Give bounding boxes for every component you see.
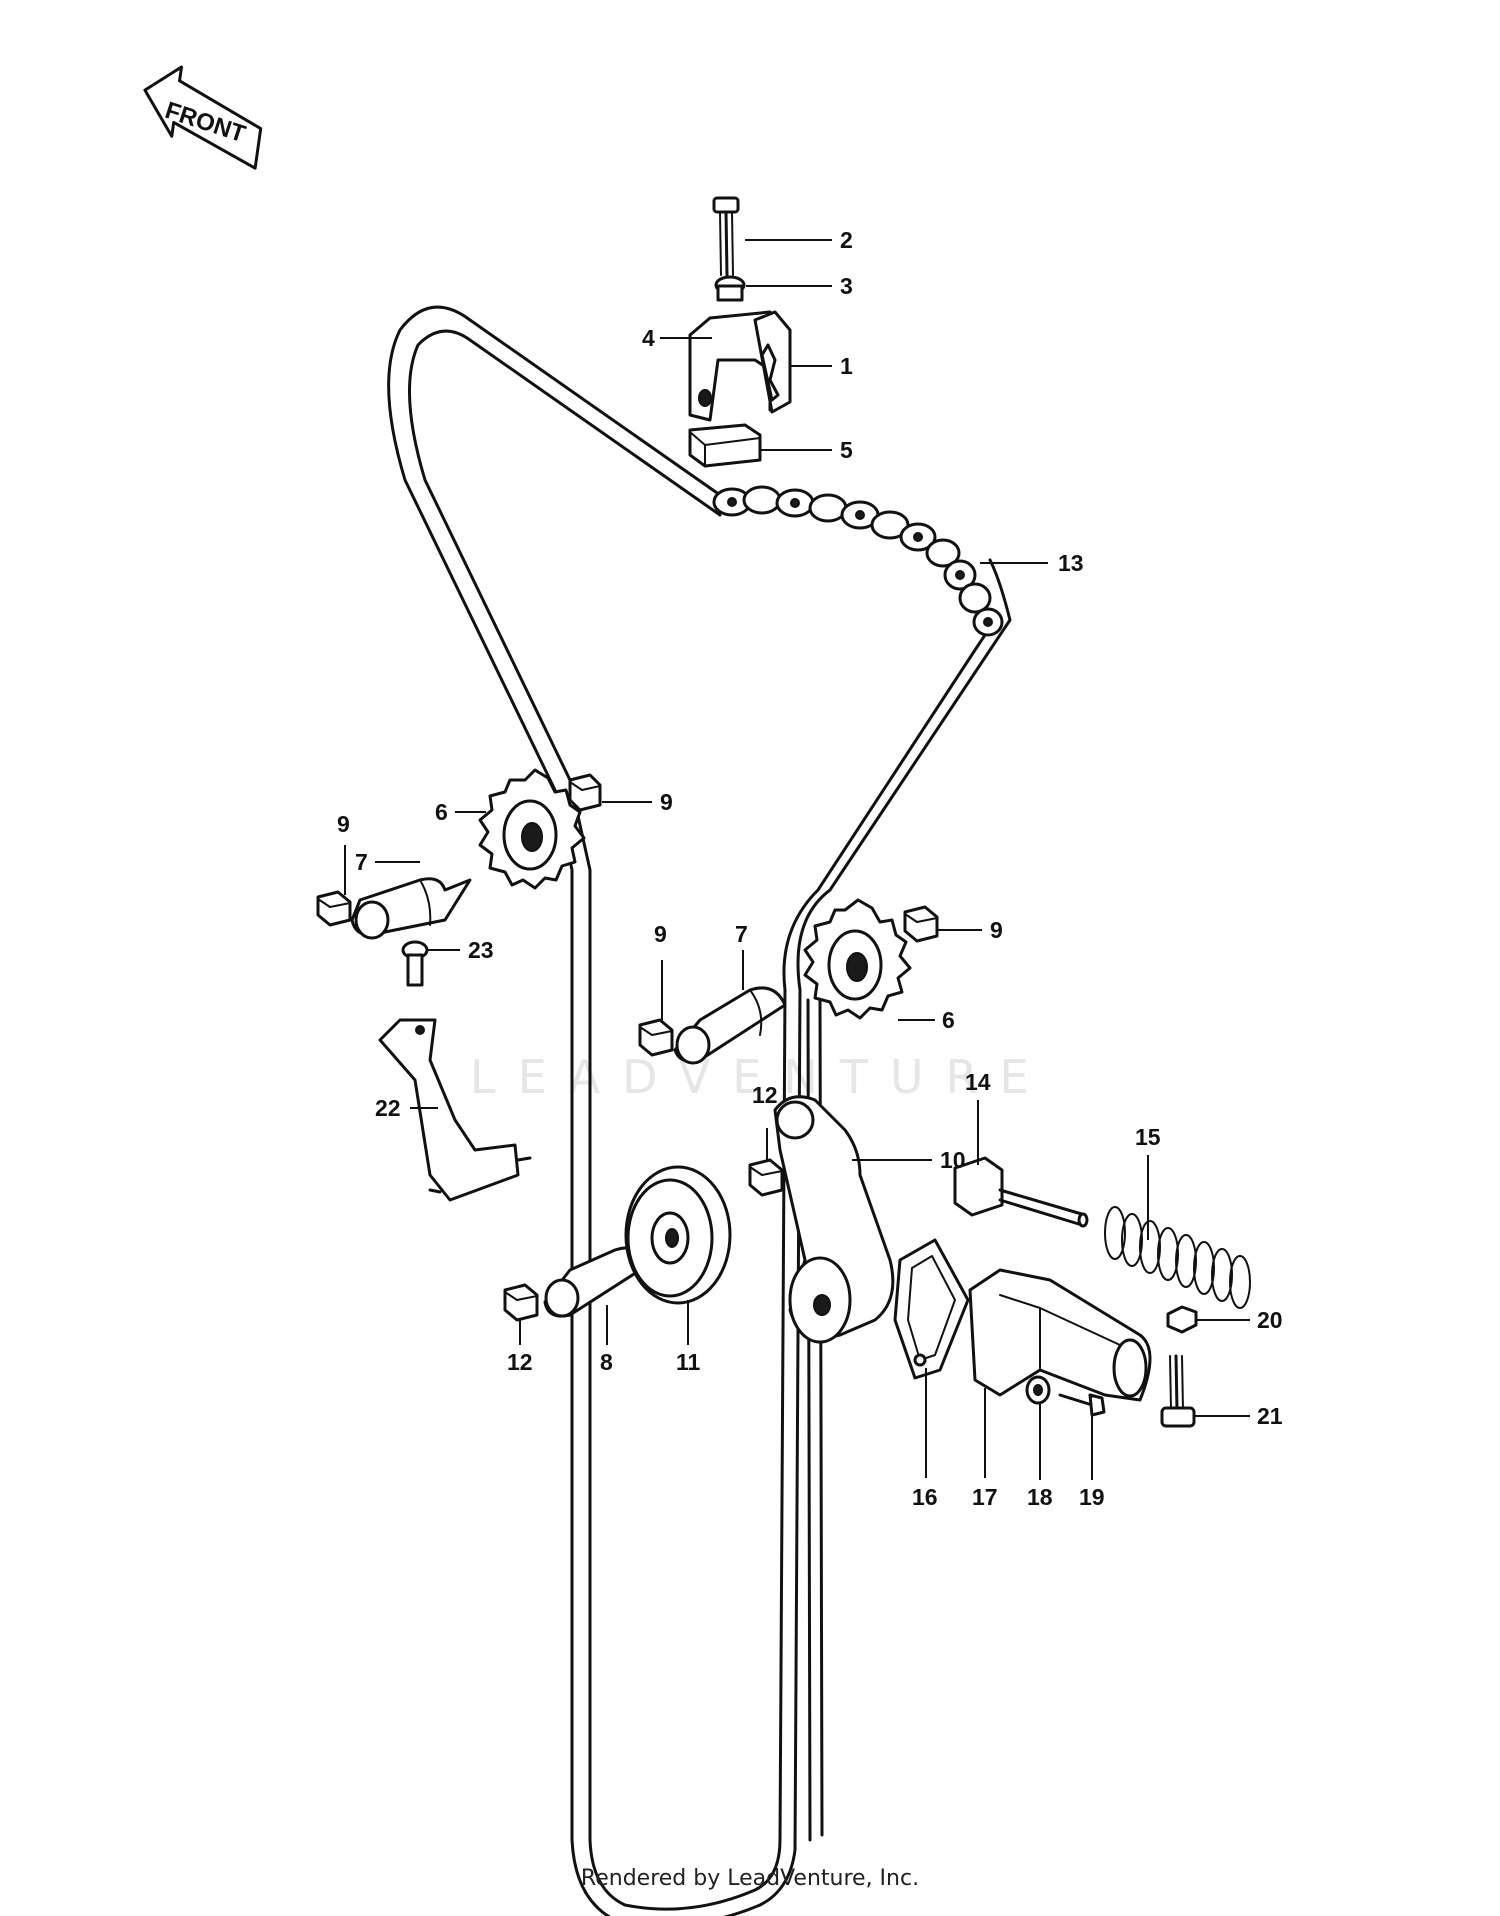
nut-part-9-c: [638, 1018, 674, 1057]
callout-8: 8: [600, 1349, 613, 1375]
callout-9-c: 9: [654, 921, 667, 947]
callout-20: 20: [1257, 1307, 1283, 1333]
nut-part-12-b: [503, 1283, 539, 1322]
bolt-part-21: [1160, 1354, 1196, 1428]
bolt-part-2: [712, 196, 740, 277]
sprocket-part-6-left: [478, 768, 586, 890]
nut-part-20: [1166, 1305, 1198, 1334]
leader-lines: [344, 239, 1250, 1480]
shaft-part-7-middle: [673, 986, 787, 1065]
push-rod-part-14: [953, 1156, 1089, 1228]
callout-1: 1: [840, 353, 853, 379]
callout-7-middle: 7: [735, 921, 748, 947]
callout-6-left: 6: [435, 799, 448, 825]
watermark-text: LEADVENTURE: [470, 1050, 1051, 1104]
washer-part-18: [1025, 1375, 1051, 1405]
callout-16: 16: [912, 1484, 938, 1510]
callout-19: 19: [1079, 1484, 1105, 1510]
callout-numbers: 1 2 3 4 5 6 6 7 7 8 9 9 9 9 10 11 12 12 …: [337, 227, 1283, 1510]
nut-part-9-d: [903, 905, 939, 943]
callout-13: 13: [1058, 550, 1084, 576]
footer-credit: Rendered by LeadVenture, Inc.: [580, 1866, 920, 1891]
callout-17: 17: [972, 1484, 998, 1510]
callout-4: 4: [642, 325, 655, 351]
callout-12-b: 12: [507, 1349, 533, 1375]
nut-part-9-a: [568, 773, 602, 812]
callout-11: 11: [676, 1349, 701, 1375]
callout-22: 22: [375, 1095, 401, 1121]
callout-10: 10: [940, 1147, 966, 1173]
nut-part-9-b: [316, 890, 352, 927]
callout-23: 23: [468, 937, 494, 963]
upper-chain-guide-part-1: [688, 310, 792, 422]
callout-12-a: 12: [752, 1082, 778, 1108]
cam-chain: [387, 305, 1012, 1916]
callout-21: 21: [1257, 1403, 1283, 1429]
shaft-part-8: [543, 1246, 650, 1318]
gasket-part-16: [893, 1238, 970, 1380]
bolt-part-19: [1058, 1393, 1106, 1417]
shaft-part-7-left: [350, 877, 472, 940]
callout-9-d: 9: [990, 917, 1003, 943]
washer-part-3: [714, 275, 746, 302]
callout-6-right: 6: [942, 1007, 955, 1033]
nut-part-12-a: [748, 1158, 784, 1197]
tensioner-arm-part-10: [773, 1095, 895, 1344]
sprocket-part-6-right: [803, 898, 912, 1020]
chain-links: [712, 485, 1004, 637]
callout-7-left: 7: [355, 849, 368, 875]
callout-9-b: 9: [337, 811, 350, 837]
callout-15: 15: [1135, 1124, 1161, 1150]
damper-part-5: [688, 423, 762, 468]
callout-3: 3: [840, 273, 853, 299]
callout-5: 5: [840, 437, 853, 463]
callout-9-a: 9: [660, 789, 673, 815]
bracket-part-22: [378, 1018, 532, 1202]
tensioner-body-part-17: [968, 1268, 1152, 1402]
roller-part-11: [624, 1165, 732, 1305]
bolt-part-23: [401, 940, 429, 987]
callout-2: 2: [840, 227, 853, 253]
callout-18: 18: [1027, 1484, 1053, 1510]
front-arrow: FRONT: [143, 65, 263, 170]
callout-14: 14: [965, 1069, 991, 1095]
spring-part-15: [1104, 1206, 1251, 1309]
